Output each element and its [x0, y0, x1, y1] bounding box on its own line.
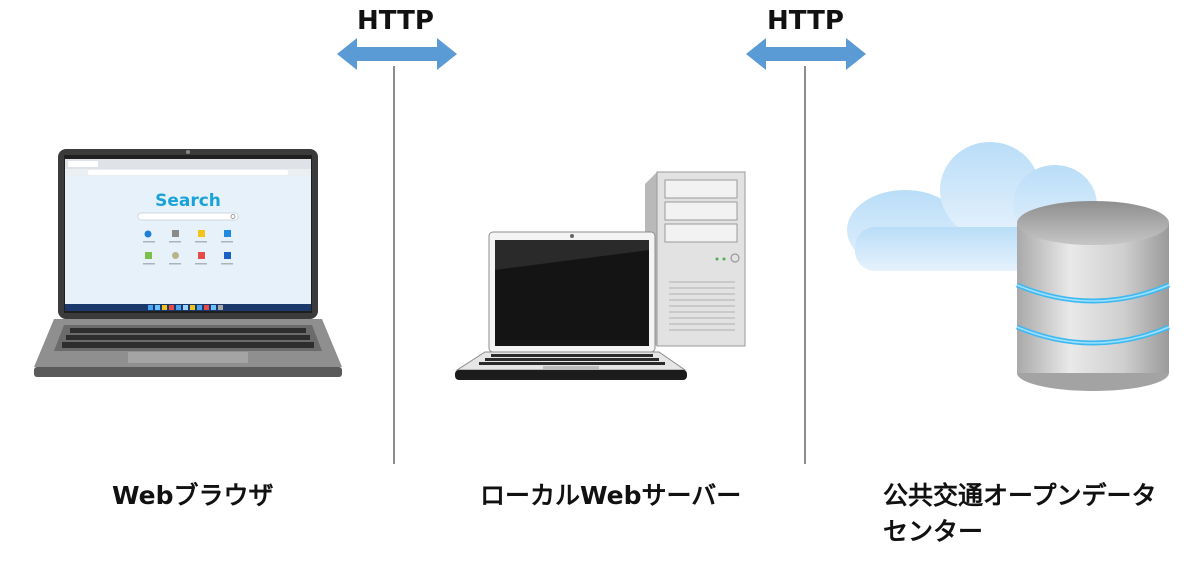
caption-open-data-center-line1: 公共交通オープンデータ [883, 478, 1157, 514]
search-logo-text: Search [155, 191, 221, 211]
laptop-desktop-server-icon [445, 170, 755, 385]
caption-open-data-center-line2: センター [883, 514, 983, 550]
divider-line-1 [393, 66, 395, 464]
http-label-1: HTTP [357, 6, 434, 36]
http-label-2: HTTP [767, 6, 844, 36]
laptop-browser-icon: Search [30, 145, 346, 381]
cloud-database-icon [845, 135, 1175, 395]
double-arrow-icon-1 [335, 36, 459, 72]
caption-web-browser: Webブラウザ [112, 478, 274, 514]
double-arrow-icon-2 [744, 36, 868, 72]
divider-line-2 [804, 66, 806, 464]
caption-local-web-server: ローカルWebサーバー [480, 478, 741, 514]
